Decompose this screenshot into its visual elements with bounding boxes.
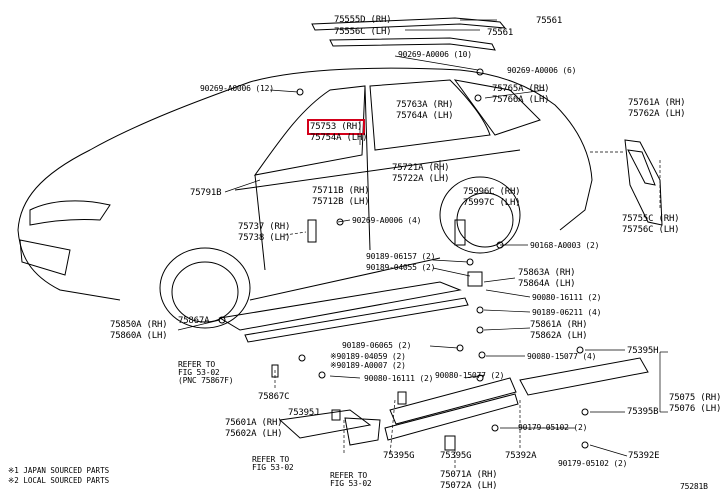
part-label[interactable]: 90269-A0006 (10) [398, 50, 472, 59]
part-label[interactable]: 75761A (RH) [628, 98, 686, 108]
part-label[interactable]: 75711B (RH) [312, 186, 370, 196]
door-front-edge [254, 174, 266, 271]
front-wheel [171, 261, 239, 323]
part-label[interactable]: 90168-A0003 (2) [530, 241, 600, 250]
part-label-highlighted[interactable]: 75753 (RH) [306, 119, 366, 135]
part-label[interactable]: 90269-A0006 (4) [352, 216, 422, 225]
part-label[interactable]: 75601A (RH) [225, 418, 283, 428]
part-label[interactable]: 90269-A0006 (6) [507, 66, 577, 75]
part-label[interactable]: 75395B [627, 407, 659, 417]
front-door-moulding [389, 377, 517, 425]
part-label[interactable]: 75850A (RH) [110, 320, 168, 330]
part-label[interactable]: 75561 [487, 28, 514, 38]
part-label[interactable]: ※90189-A0007 (2) [330, 361, 406, 370]
belt-line [234, 149, 521, 191]
part-label[interactable]: 75721A (RH) [392, 163, 450, 173]
part-label[interactable]: 75392A [505, 451, 537, 461]
headlight [29, 200, 111, 226]
part-label[interactable]: 90080-16111 (2) [364, 374, 434, 383]
part-label[interactable]: 90189-06157 (2) [366, 252, 436, 261]
rear-wheel-arch [439, 176, 521, 254]
diagram-id: 75281B [680, 482, 708, 491]
part-label[interactable]: 75556C (LH) [334, 27, 392, 37]
part-label[interactable]: 75762A (LH) [628, 109, 686, 119]
part-label[interactable]: 75867C [258, 392, 290, 402]
part-label[interactable]: 90189-04055 (2) [366, 263, 436, 272]
part-label[interactable]: 75860A (LH) [110, 331, 168, 341]
part-label[interactable]: 75763A (RH) [396, 100, 454, 110]
part-label[interactable]: 75996C (RH) [463, 187, 521, 197]
part-label[interactable]: 90179-05102 (2) [558, 459, 628, 468]
part-label[interactable]: 75754A (LH) [310, 133, 368, 143]
front-wheel-arch [159, 247, 251, 329]
part-label[interactable]: 90179-05102 (2) [518, 423, 588, 432]
part-label[interactable]: 90189-06065 (2) [342, 341, 412, 350]
part-label[interactable]: 75764A (LH) [396, 111, 454, 121]
part-label[interactable]: 75766A (LH) [492, 95, 550, 105]
part-label[interactable]: 75395G [383, 451, 415, 461]
part-label[interactable]: 75395G [440, 451, 472, 461]
part-label[interactable]: 75867A [178, 316, 210, 326]
part-label[interactable]: 75395J [288, 408, 320, 418]
part-label[interactable]: 75863A (RH) [518, 268, 576, 278]
rear-window [369, 79, 491, 151]
refer-note: FIG 53-02 [178, 368, 220, 377]
front-window [253, 85, 366, 176]
part-label[interactable]: 75602A (LH) [225, 429, 283, 439]
part-label[interactable]: 90189-06211 (4) [532, 308, 602, 317]
fender-moulding [278, 409, 372, 439]
part-label[interactable]: 75075 (RH) [669, 393, 720, 403]
part-label[interactable]: 75561 [536, 16, 563, 26]
part-label[interactable]: 90080-16111 (2) [532, 293, 602, 302]
part-label[interactable]: 90269-A0006 (12) [200, 84, 274, 93]
part-label[interactable]: 75712B (LH) [312, 197, 370, 207]
part-label[interactable]: 75071A (RH) [440, 470, 498, 480]
part-label[interactable]: 75791B [190, 188, 222, 198]
part-label[interactable]: 75755C (RH) [622, 214, 680, 224]
part-label[interactable]: 75756C (LH) [622, 225, 680, 235]
footnote: ※2 LOCAL SOURCED PARTS [8, 476, 110, 485]
part-label[interactable]: 75997C (LH) [463, 198, 521, 208]
roof-rail-part-2 [329, 37, 496, 51]
rear-door-moulding [519, 357, 649, 396]
part-label[interactable]: 90080-15077 (2) [435, 371, 505, 380]
footnote: ※1 JAPAN SOURCED PARTS [8, 466, 110, 475]
refer-note: FIG 53-02 [252, 463, 294, 472]
rocker-line [249, 257, 441, 301]
part-label[interactable]: 75864A (LH) [518, 279, 576, 289]
quarter-window [453, 79, 541, 136]
part-label[interactable]: 75555D (RH) [334, 15, 392, 25]
part-label[interactable]: 75395H [627, 346, 659, 356]
part-label[interactable]: 75737 (RH) [238, 222, 291, 232]
part-label[interactable]: 75722A (LH) [392, 174, 450, 184]
part-label[interactable]: 75076 (LH) [669, 404, 720, 414]
roof-rail-part [311, 17, 507, 31]
car-roof-line [17, 67, 593, 231]
door-seam [364, 85, 371, 251]
part-label[interactable]: 75862A (LH) [530, 331, 588, 341]
car-front [17, 229, 121, 301]
part-label[interactable]: 90080-15077 (4) [527, 352, 597, 361]
rocker-panel [218, 281, 462, 331]
grille [19, 239, 71, 276]
refer-note: REFER TO [330, 471, 367, 480]
part-label[interactable]: ※90189-04059 (2) [330, 352, 406, 361]
refer-note: REFER TO [252, 455, 289, 464]
refer-note: (PNC 75867F) [178, 376, 234, 385]
refer-note: FIG 53-02 [330, 479, 372, 488]
part-label[interactable]: 75861A (RH) [530, 320, 588, 330]
part-label[interactable]: 75765A (RH) [492, 84, 550, 94]
part-label[interactable]: 75072A (LH) [440, 481, 498, 491]
part-label[interactable]: 75392E [628, 451, 660, 461]
pillar-garnish [624, 139, 663, 226]
part-label[interactable]: 75738 (LH) [238, 233, 291, 243]
refer-note: REFER TO [178, 360, 215, 369]
